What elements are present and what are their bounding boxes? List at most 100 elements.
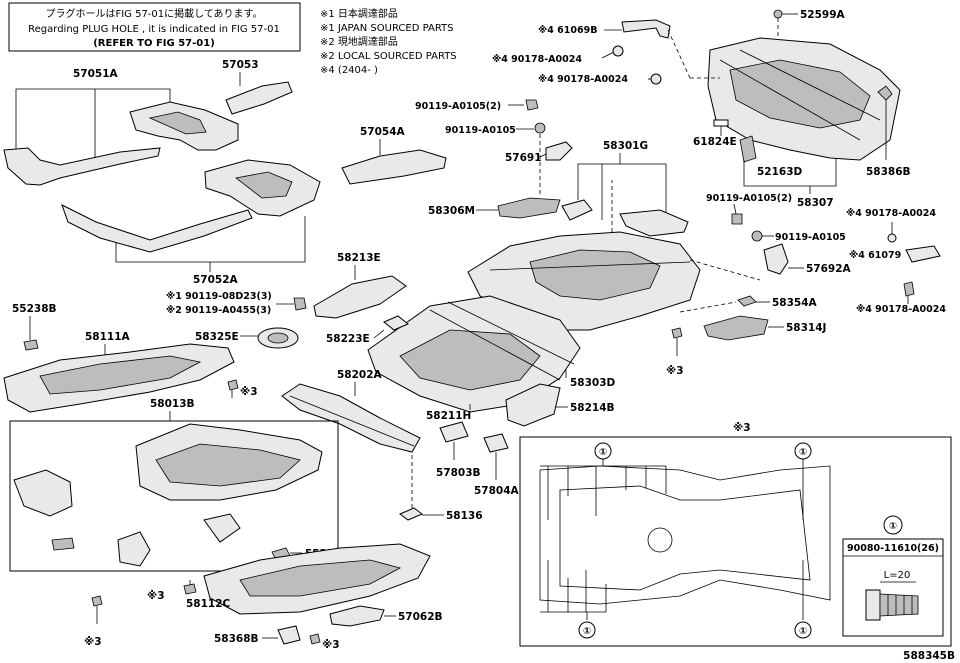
pad-58325E-inner xyxy=(267,332,289,344)
mark-x3-b: ※3 xyxy=(147,590,165,602)
part-group-61824E: 61824E xyxy=(693,119,737,148)
part-group-58214B: 58214B xyxy=(505,383,615,427)
clip-head xyxy=(865,589,881,621)
bolt-x3-c xyxy=(309,633,321,645)
part-group-x3-bottom: ※3 ※3 xyxy=(84,595,340,651)
label-57804A: 57804A xyxy=(474,485,520,497)
bolt-90119-A0105 xyxy=(534,122,546,134)
part-group-58213E: 58213E xyxy=(313,252,407,319)
label-58112C: 58112C xyxy=(186,598,231,610)
reinforcement-57051A-left xyxy=(3,147,161,186)
part-group-57051A: 57051A xyxy=(3,68,239,186)
mark-x3-e: ※3 xyxy=(666,365,684,377)
bolt-90119-A0105-2b xyxy=(731,213,743,225)
bolt-90119-A0105-2 xyxy=(525,99,539,111)
part-group-58307: 58307 xyxy=(743,158,837,209)
bolt-x3-e xyxy=(671,327,683,339)
member-58301G-a xyxy=(561,199,593,221)
part-group-57691: 57691 xyxy=(505,141,573,164)
bracket-52163D xyxy=(739,135,757,163)
part-group-58112C: 58112C ※3 xyxy=(147,543,431,615)
label-57691: 57691 xyxy=(505,152,542,164)
legend-line-3: ※2 現地調達部品 xyxy=(320,35,398,48)
label-61069B: ※4 61069B xyxy=(538,25,597,36)
detail-floor-hole xyxy=(647,527,673,553)
rear-panel-shade xyxy=(729,59,871,129)
label-57803B: 57803B xyxy=(436,467,481,479)
legend-line-4: ※2 LOCAL SOURCED PARTS xyxy=(320,51,457,62)
nut-90178-c xyxy=(887,233,897,243)
rear-panel-rib-2 xyxy=(739,49,881,121)
callout-1-bottom-left-text: ① xyxy=(583,626,591,637)
callout-1-bottom-right xyxy=(794,621,812,639)
part-group-58325E: 58325E xyxy=(195,327,299,349)
part-group-58136: 58136 xyxy=(399,448,483,522)
clip-58013B xyxy=(51,537,75,551)
label-57062B: 57062B xyxy=(398,611,443,623)
bracket-58013B-b xyxy=(203,513,241,543)
clip-body xyxy=(879,593,919,617)
member-57053 xyxy=(225,81,293,115)
figure-code: 588345B xyxy=(903,650,955,662)
plate-58368B xyxy=(277,625,301,645)
panel-58306M xyxy=(497,197,561,219)
label-90119-A0105-2b: 90119-A0105(2) xyxy=(706,193,792,204)
rear-panel-58307 xyxy=(667,29,901,161)
label-61824E: 61824E xyxy=(693,136,737,148)
leader-57052A xyxy=(115,216,306,263)
dash-58354 xyxy=(679,301,737,313)
leader-58301G xyxy=(577,163,667,212)
tunnel-line-1 xyxy=(429,309,561,381)
label-58307: 58307 xyxy=(797,197,834,209)
nut-90178-d xyxy=(903,281,915,297)
center-floor-shade xyxy=(399,329,541,391)
part-group-57053: 57053 xyxy=(222,59,293,115)
callout-1-clip-text: ① xyxy=(889,521,897,532)
notice-line-2: Regarding PLUG HOLE , it is indicated in… xyxy=(28,24,280,35)
member-58301G-b xyxy=(619,209,689,237)
legend-line-2: ※1 JAPAN SOURCED PARTS xyxy=(320,23,454,34)
tunnel-line-2 xyxy=(447,301,575,365)
leader-57051A xyxy=(15,88,171,150)
part-group-57054A: 57054A xyxy=(341,126,447,185)
label-58211H: 58211H xyxy=(426,410,471,422)
nut-90178-b xyxy=(650,73,662,85)
member-58202A-line xyxy=(289,395,415,447)
label-57051A: 57051A xyxy=(73,68,119,80)
bracket-57692A xyxy=(763,243,789,275)
part-group-bolts-center: 90119-A0105(2) 90119-A0105 xyxy=(415,99,546,196)
part-group-58013B: 58013B xyxy=(9,398,339,572)
clip-52599A xyxy=(773,9,783,19)
detail-pointer-lines xyxy=(540,459,804,620)
callout-1-top-left-text: ① xyxy=(599,447,607,458)
spacer-61824E xyxy=(713,119,729,127)
label-58214B: 58214B xyxy=(570,402,615,414)
clip-58354A xyxy=(737,295,757,307)
mark-x3-d: ※3 xyxy=(84,636,102,648)
notice-line-1: プラグホールはFIG 57-01に掲載してあります。 xyxy=(45,7,262,20)
part-group-57692A: 57692A xyxy=(763,243,852,275)
plate-58223E xyxy=(383,315,409,331)
rear-floor-well xyxy=(529,249,661,301)
bolt-x3-d xyxy=(91,595,103,607)
part-group-right-90178: ※4 90178-A0024 ※4 61079 ※4 90178-A0024 xyxy=(846,208,946,315)
part-group-58354A: 58354A xyxy=(737,295,818,309)
nut-90178-a xyxy=(612,45,624,57)
label-90119-A0455: ※2 90119-A0455(3) xyxy=(166,305,271,316)
clip-detail-frame xyxy=(842,538,944,637)
front-floor-58013B-shade xyxy=(155,443,301,487)
detail-floor-inner xyxy=(559,485,811,591)
reinforcement-57052A-shade xyxy=(235,171,293,199)
part-group-58301G: 58301G xyxy=(561,140,689,237)
clip-part-number: 90080-11610(26) xyxy=(847,543,939,554)
floor-58112C-shade xyxy=(239,559,402,597)
label-57052A: 57052A xyxy=(193,274,239,286)
leader-57691 xyxy=(539,153,547,158)
label-90178-c: ※4 90178-A0024 xyxy=(846,208,936,219)
leader-58307 xyxy=(743,158,837,187)
plug-58136 xyxy=(399,507,423,521)
detail-box-frame xyxy=(519,436,952,647)
bolt-90119 xyxy=(293,297,307,311)
notice-box: プラグホールはFIG 57-01に掲載してあります。 Regarding PLU… xyxy=(8,2,301,52)
